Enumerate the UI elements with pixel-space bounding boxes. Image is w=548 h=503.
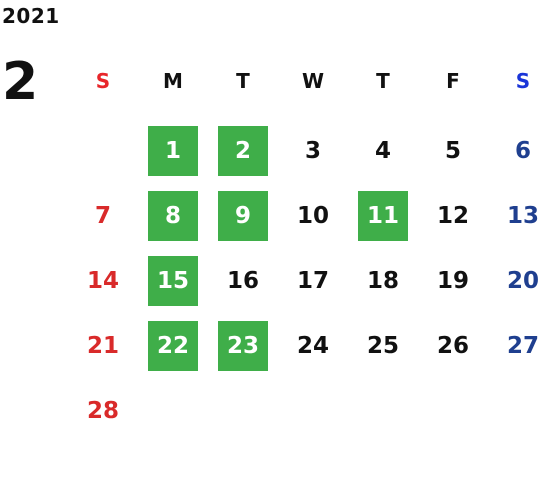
- day-cell[interactable]: 20: [488, 256, 548, 306]
- day-cell[interactable]: 16: [208, 256, 278, 306]
- day-cell: [488, 386, 548, 436]
- day-number: 26: [436, 333, 469, 359]
- day-cell[interactable]: 21: [68, 321, 138, 371]
- weekday-saturday: S: [515, 69, 531, 93]
- day-number: 6: [514, 138, 531, 164]
- day-number: 7: [94, 203, 111, 229]
- day-cell-highlighted[interactable]: 11: [348, 191, 418, 241]
- day-number: 23: [218, 321, 268, 371]
- day-cell[interactable]: 6: [488, 126, 548, 176]
- day-cell: [208, 386, 278, 436]
- day-number: [428, 386, 478, 436]
- day-cell[interactable]: 17: [278, 256, 348, 306]
- calendar-week-5: 28: [68, 386, 548, 436]
- day-number: 28: [86, 398, 119, 424]
- calendar-week-4: 21 22 23 24 25 26 27: [68, 321, 548, 371]
- calendar-week-3: 14 15 16 17 18 19 20: [68, 256, 548, 306]
- day-number: [218, 386, 268, 436]
- day-cell[interactable]: 3: [278, 126, 348, 176]
- day-cell: [138, 386, 208, 436]
- day-cell-highlighted[interactable]: 2: [208, 126, 278, 176]
- day-cell[interactable]: 24: [278, 321, 348, 371]
- day-cell[interactable]: 28: [68, 386, 138, 436]
- day-number: 19: [436, 268, 469, 294]
- day-cell[interactable]: 4: [348, 126, 418, 176]
- weekday-thursday: T: [376, 69, 390, 93]
- day-number: 18: [366, 268, 399, 294]
- day-number: 1: [148, 126, 198, 176]
- calendar-year: 2021: [2, 4, 60, 28]
- day-number: 13: [506, 203, 539, 229]
- day-number: 22: [148, 321, 198, 371]
- day-cell-highlighted[interactable]: 23: [208, 321, 278, 371]
- day-cell: [68, 126, 138, 176]
- weekday-tuesday: T: [236, 69, 250, 93]
- day-number: 24: [296, 333, 329, 359]
- day-cell: [418, 386, 488, 436]
- day-number: 27: [506, 333, 539, 359]
- day-number: 14: [86, 268, 119, 294]
- weekday-wednesday: W: [301, 69, 325, 93]
- day-cell[interactable]: 19: [418, 256, 488, 306]
- day-cell-highlighted[interactable]: 8: [138, 191, 208, 241]
- day-number: 15: [148, 256, 198, 306]
- weekday-sunday: S: [95, 69, 111, 93]
- day-cell-highlighted[interactable]: 22: [138, 321, 208, 371]
- day-number: 20: [506, 268, 539, 294]
- day-number: [288, 386, 338, 436]
- day-number: 5: [444, 138, 461, 164]
- day-number: 8: [148, 191, 198, 241]
- day-cell[interactable]: 12: [418, 191, 488, 241]
- weekday-monday: M: [163, 69, 183, 93]
- weekday-friday: F: [446, 69, 460, 93]
- day-number: 11: [358, 191, 408, 241]
- day-number: 10: [296, 203, 329, 229]
- day-cell[interactable]: 7: [68, 191, 138, 241]
- day-cell: [278, 386, 348, 436]
- day-cell[interactable]: 14: [68, 256, 138, 306]
- day-cell-highlighted[interactable]: 9: [208, 191, 278, 241]
- day-cell[interactable]: 27: [488, 321, 548, 371]
- day-cell: [348, 386, 418, 436]
- day-number: [498, 386, 548, 436]
- day-number: 21: [86, 333, 119, 359]
- day-cell-highlighted[interactable]: 1: [138, 126, 208, 176]
- day-number: 12: [436, 203, 469, 229]
- day-number: [148, 386, 198, 436]
- day-number: [358, 386, 408, 436]
- day-number: 17: [296, 268, 329, 294]
- day-number: 25: [366, 333, 399, 359]
- calendar-month: 2: [2, 52, 39, 112]
- day-cell[interactable]: 5: [418, 126, 488, 176]
- day-number: 3: [304, 138, 321, 164]
- day-number: 2: [218, 126, 268, 176]
- calendar-week-2: 7 8 9 10 11 12 13: [68, 191, 548, 241]
- weekday-header: S M T W T F S: [68, 56, 548, 106]
- day-cell[interactable]: 25: [348, 321, 418, 371]
- day-number: 9: [218, 191, 268, 241]
- day-cell[interactable]: 13: [488, 191, 548, 241]
- day-number: [78, 126, 128, 176]
- day-number: 16: [226, 268, 259, 294]
- day-cell[interactable]: 26: [418, 321, 488, 371]
- day-cell[interactable]: 18: [348, 256, 418, 306]
- day-cell-highlighted[interactable]: 15: [138, 256, 208, 306]
- day-cell[interactable]: 10: [278, 191, 348, 241]
- day-number: 4: [374, 138, 391, 164]
- calendar-week-1: 1 2 3 4 5 6: [68, 126, 548, 176]
